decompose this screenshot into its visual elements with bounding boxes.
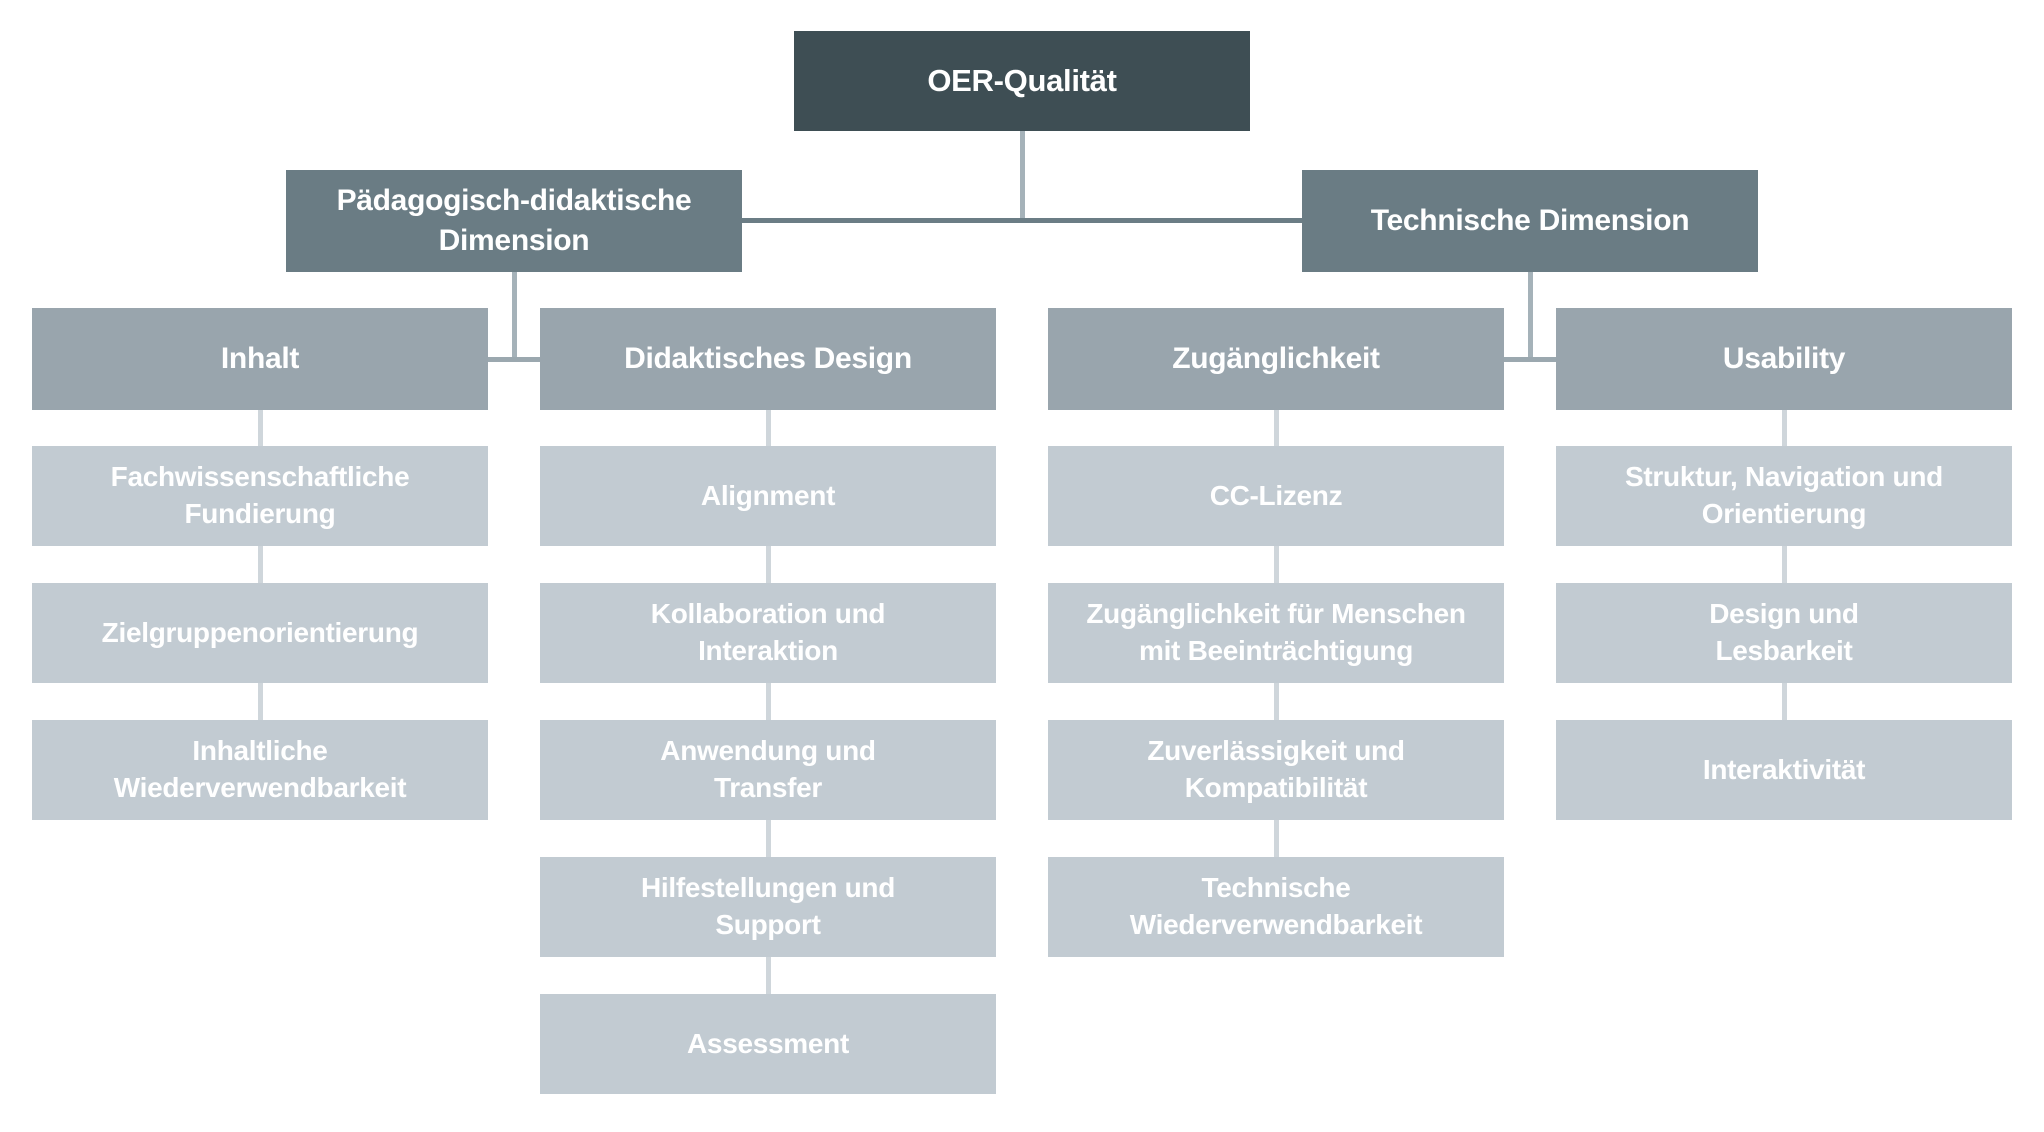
connector-col3-stub-3 [1273, 683, 1279, 720]
node-zielgruppenorientierung: Zielgruppenorientierung [32, 583, 488, 683]
node-paedagogisch-didaktische-dimension: Pädagogisch-didaktische Dimension [286, 170, 742, 272]
connector-col2-stub-1 [765, 410, 771, 446]
connector-dim2-hseg [1504, 357, 1556, 362]
connector-col3-stub-4 [1273, 820, 1279, 857]
node-anwendung-und-transfer: Anwendung und Transfer [540, 720, 996, 820]
connector-root-stem [1019, 131, 1025, 221]
node-struktur-navigation-orientierung: Struktur, Navigation und Orientierung [1556, 446, 2012, 546]
node-assessment: Assessment [540, 994, 996, 1094]
connector-col2-stub-4 [765, 820, 771, 857]
connector-col4-stub-1 [1781, 410, 1787, 446]
connector-dim1-hseg [488, 357, 540, 362]
node-zuverlaessigkeit-und-kompatibilitaet: Zuverlässigkeit und Kompatibilität [1048, 720, 1504, 820]
node-inhalt: Inhalt [32, 308, 488, 410]
node-inhaltliche-wiederverwendbarkeit: Inhaltliche Wiederverwendbarkeit [32, 720, 488, 820]
connector-col2-stub-5 [765, 957, 771, 994]
connector-col2-stub-3 [765, 683, 771, 720]
node-usability: Usability [1556, 308, 2012, 410]
connector-dimensions-hline [742, 218, 1302, 223]
node-technische-wiederverwendbarkeit: Technische Wiederverwendbarkeit [1048, 857, 1504, 957]
connector-col1-stub-2 [257, 546, 263, 583]
node-kollaboration-und-interaktion: Kollaboration und Interaktion [540, 583, 996, 683]
connector-col2-stub-2 [765, 546, 771, 583]
node-didaktisches-design: Didaktisches Design [540, 308, 996, 410]
node-interaktivitaet: Interaktivität [1556, 720, 2012, 820]
connector-col1-stub-3 [257, 683, 263, 720]
node-technische-dimension: Technische Dimension [1302, 170, 1758, 272]
connector-col4-stub-3 [1781, 683, 1787, 720]
node-design-und-lesbarkeit: Design und Lesbarkeit [1556, 583, 2012, 683]
connector-col3-stub-1 [1273, 410, 1279, 446]
node-cc-lizenz: CC-Lizenz [1048, 446, 1504, 546]
node-alignment: Alignment [540, 446, 996, 546]
connector-dim1-stem [511, 272, 517, 360]
node-zugaenglichkeit-fuer-menschen: Zugänglichkeit für Menschen mit Beeinträ… [1048, 583, 1504, 683]
node-oer-qualitaet: OER-Qualität [794, 31, 1250, 131]
node-hilfestellungen-und-support: Hilfestellungen und Support [540, 857, 996, 957]
connector-col3-stub-2 [1273, 546, 1279, 583]
connector-col4-stub-2 [1781, 546, 1787, 583]
node-fachwissenschaftliche-fundierung: Fachwissenschaftliche Fundierung [32, 446, 488, 546]
connector-dim2-stem [1527, 272, 1533, 360]
node-zugaenglichkeit: Zugänglichkeit [1048, 308, 1504, 410]
connector-col1-stub-1 [257, 410, 263, 446]
